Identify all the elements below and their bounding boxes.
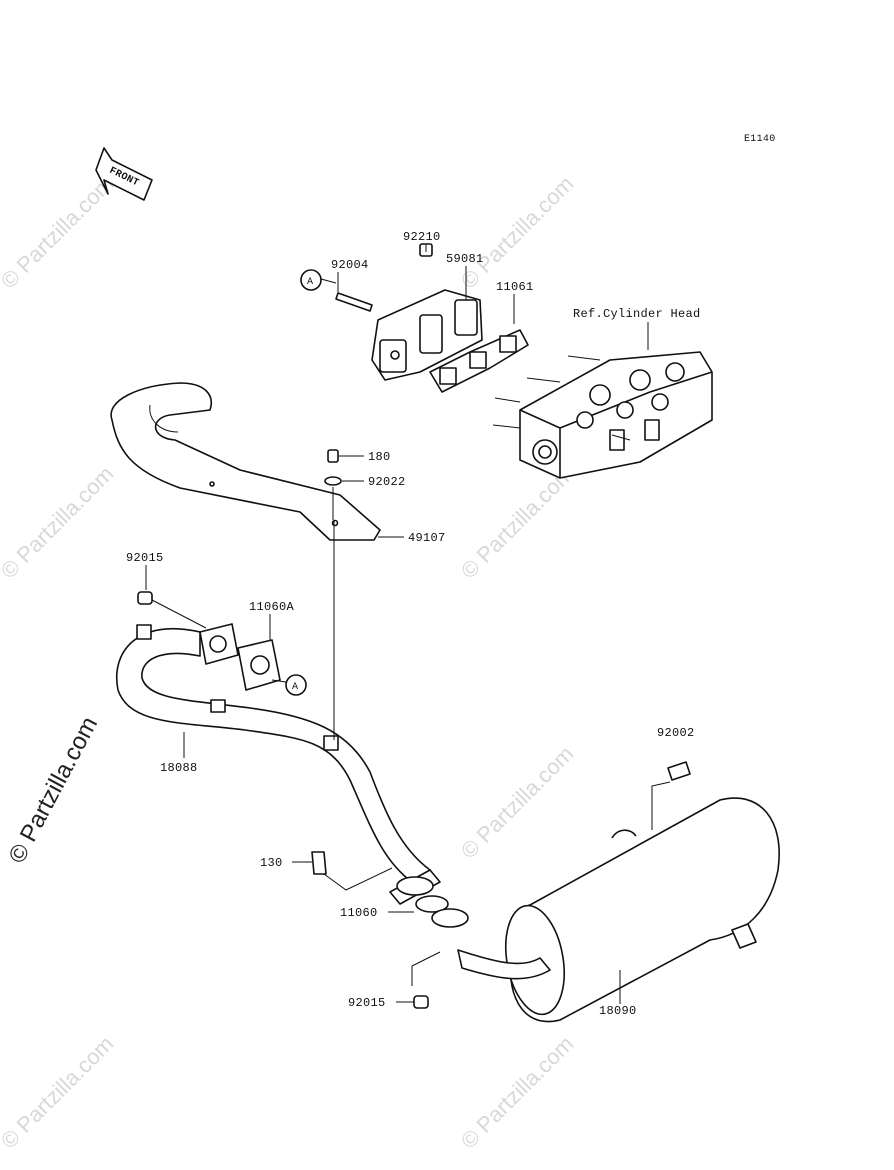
part-label: 130 [260, 856, 283, 870]
stud [335, 292, 373, 312]
front-arrow: FRONT [95, 147, 153, 201]
flange-gasket-a [199, 623, 281, 691]
part-label: 92004 [331, 258, 369, 272]
watermark: © Partzilla.com [456, 1031, 579, 1154]
side-watermark: © Partzilla.com [3, 712, 103, 867]
part-label: 11060 [340, 906, 378, 920]
part-label: 18088 [160, 761, 198, 775]
part-label: 11060A [249, 600, 295, 614]
marker-a-label: A [292, 682, 298, 693]
watermark: © Partzilla.com [456, 741, 579, 864]
watermark: © Partzilla.com [0, 461, 118, 584]
marker-a-top: A [300, 269, 322, 291]
watermark: © Partzilla.com [0, 171, 118, 294]
bolt-and-washer [324, 449, 342, 520]
watermark: © Partzilla.com [456, 171, 579, 294]
part-label: 180 [368, 450, 391, 464]
part-label: 11061 [496, 280, 534, 294]
part-label: 92002 [657, 726, 695, 740]
nut-bottom [411, 951, 441, 1009]
part-label: 18090 [599, 1004, 637, 1018]
pipe-gasket [415, 895, 469, 928]
watermark: © Partzilla.com [0, 1031, 118, 1154]
part-label: 92022 [368, 475, 406, 489]
muffler [457, 797, 780, 1023]
nut-top [137, 591, 207, 629]
part-label: 49107 [408, 531, 446, 545]
exhaust-manifold [371, 289, 483, 381]
cylinder-head [492, 351, 713, 479]
manifold-gasket [429, 329, 529, 393]
reference-label: Ref.Cylinder Head [573, 307, 701, 321]
watermark-layer: © Partzilla.com © Partzilla.com © Partzi… [0, 171, 578, 1154]
marker-a-bottom: A [285, 674, 307, 696]
part-label: 59081 [446, 252, 484, 266]
part-label: 92015 [348, 996, 386, 1010]
watermark: © Partzilla.com [456, 461, 579, 584]
bracket [110, 382, 381, 541]
marker-a-label: A [307, 277, 313, 288]
part-label: 92015 [126, 551, 164, 565]
diagram-code: E1140 [744, 134, 776, 145]
part-label: 92210 [403, 230, 441, 244]
bolt-92002 [651, 761, 691, 830]
bolt-130 [311, 851, 393, 891]
